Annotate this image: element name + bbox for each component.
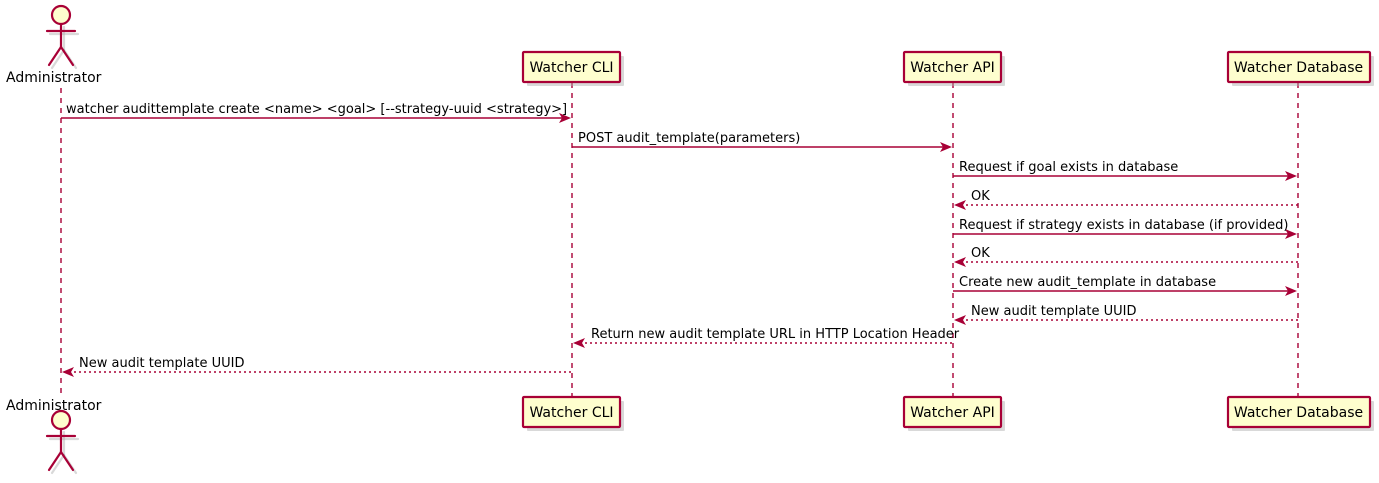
- actor-administrator-top[interactable]: Administrator: [6, 4, 102, 86]
- participant-box[interactable]: [1226, 395, 1372, 429]
- actor-leg-right: [59, 45, 75, 67]
- message-2[interactable]: POST audit_template(parameters): [572, 131, 952, 152]
- message-9[interactable]: Return new audit template URL in HTTP Lo…: [573, 327, 960, 348]
- participant-label-watcher-api-bottom: Watcher API: [910, 405, 995, 421]
- message-5[interactable]: Request if strategy exists in database (…: [953, 218, 1297, 239]
- participant-watcher-database-top[interactable]: Watcher Database: [1226, 50, 1374, 86]
- message-1[interactable]: watcher audittemplate create <name> <goa…: [61, 102, 571, 123]
- message-label-8: New audit template UUID: [971, 304, 1136, 319]
- message-label-2: POST audit_template(parameters): [578, 131, 800, 146]
- message-label-3: Request if goal exists in database: [959, 160, 1178, 175]
- actor-shadow: [48, 25, 80, 70]
- arrow-head-left: [954, 257, 966, 267]
- participant-watcher-database-bottom[interactable]: Watcher Database: [1226, 395, 1374, 431]
- message-7[interactable]: Create new audit_template in database: [953, 275, 1297, 296]
- arrow-head-left: [954, 200, 966, 210]
- actor-label-administrator-bottom: Administrator: [6, 398, 102, 414]
- actor-leg-left: [47, 450, 63, 472]
- message-8[interactable]: New audit template UUID: [954, 304, 1298, 325]
- participant-box[interactable]: [902, 50, 1003, 84]
- participant-label-watcher-database-top: Watcher Database: [1234, 60, 1363, 76]
- actor-leg-left: [47, 45, 63, 67]
- message-10[interactable]: New audit template UUID: [62, 356, 571, 377]
- actor-head-icon: [50, 409, 72, 431]
- participant-label-watcher-cli-bottom: Watcher CLI: [529, 405, 613, 421]
- actor-head-icon: [50, 4, 72, 26]
- message-label-6: OK: [971, 246, 990, 261]
- participant-label-watcher-database-bottom: Watcher Database: [1234, 405, 1363, 421]
- message-4[interactable]: OK: [954, 189, 1298, 210]
- arrow-head-right: [559, 113, 571, 123]
- participant-box[interactable]: [902, 395, 1003, 429]
- message-label-5: Request if strategy exists in database (…: [959, 218, 1288, 233]
- lifelines: [60, 83, 1299, 397]
- participant-box[interactable]: [521, 395, 622, 429]
- arrow-head-left: [573, 338, 585, 348]
- participant-box[interactable]: [1226, 50, 1372, 84]
- message-label-7: Create new audit_template in database: [959, 275, 1216, 290]
- message-3[interactable]: Request if goal exists in database: [953, 160, 1297, 181]
- arrow-head-right: [1285, 171, 1297, 181]
- message-label-10: New audit template UUID: [79, 356, 244, 371]
- participant-watcher-api-bottom[interactable]: Watcher API: [902, 395, 1005, 431]
- actor-administrator-bottom[interactable]: Administrator: [6, 398, 102, 475]
- actor-leg-right: [59, 450, 75, 472]
- actor-shadow: [48, 430, 80, 475]
- message-6[interactable]: OK: [954, 246, 1298, 267]
- participant-label-watcher-cli-top: Watcher CLI: [529, 60, 613, 76]
- actor-label-administrator-top: Administrator: [6, 70, 102, 86]
- participant-watcher-cli-bottom[interactable]: Watcher CLI: [521, 395, 624, 431]
- arrow-head-left: [62, 367, 74, 377]
- arrow-head-right: [1285, 229, 1297, 239]
- participant-watcher-cli-top[interactable]: Watcher CLI: [521, 50, 624, 86]
- participant-label-watcher-api-top: Watcher API: [910, 60, 995, 76]
- message-label-1: watcher audittemplate create <name> <goa…: [66, 102, 567, 117]
- message-label-4: OK: [971, 189, 990, 204]
- arrow-head-right: [1285, 286, 1297, 296]
- message-label-9: Return new audit template URL in HTTP Lo…: [591, 327, 960, 342]
- arrow-head-left: [954, 315, 966, 325]
- participant-watcher-api-top[interactable]: Watcher API: [902, 50, 1005, 86]
- participant-box[interactable]: [521, 50, 622, 84]
- arrow-head-right: [940, 142, 952, 152]
